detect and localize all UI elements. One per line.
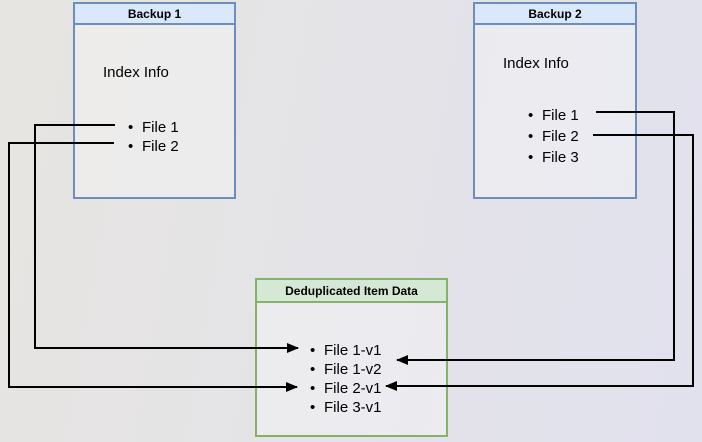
dedup-file-list: File 1-v1 File 1-v2 File 2-v1 File 3-v1 [310,341,382,417]
dedup-box: Deduplicated Item Data File 1-v1 File 1-… [255,278,448,437]
dedup-title: Deduplicated Item Data [257,280,446,303]
list-item-dedup-file2v1: File 2-v1 [310,379,382,398]
backup1-index-label: Index Info [103,64,169,81]
backup1-title: Backup 1 [75,4,234,25]
backup1-box: Backup 1 Index Info File 1 File 2 [73,2,236,199]
list-item-backup2-file3: File 3 [528,147,579,168]
list-item-dedup-file1v1: File 1-v1 [310,341,382,360]
list-item-backup1-file2: File 2 [128,137,179,156]
list-item-backup1-file1: File 1 [128,118,179,137]
list-item-backup2-file2: File 2 [528,126,579,147]
backup1-file-list: File 1 File 2 [128,118,179,156]
list-item-backup2-file1: File 1 [528,105,579,126]
list-item-dedup-file3v1: File 3-v1 [310,398,382,417]
backup2-title: Backup 2 [475,4,635,25]
backup2-file-list: File 1 File 2 File 3 [528,105,579,168]
list-item-dedup-file1v2: File 1-v2 [310,360,382,379]
backup2-index-label: Index Info [503,55,569,72]
backup2-box: Backup 2 Index Info File 1 File 2 File 3 [473,2,637,199]
